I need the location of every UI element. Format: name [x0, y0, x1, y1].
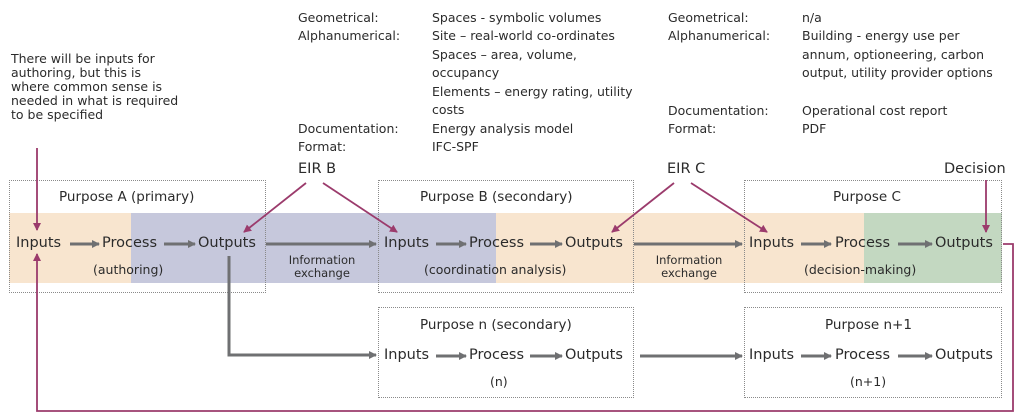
eir-c-format-key: Format:	[668, 121, 717, 136]
eir-c-documentation-key: Documentation:	[668, 103, 769, 118]
eir-b-format-value: IFC-SPF	[432, 139, 479, 154]
eir-c-geometrical-key: Geometrical:	[668, 10, 749, 25]
eir-c-geometrical-value: n/a	[802, 10, 822, 25]
feedback-loop-arrow	[33, 243, 1014, 412]
purpose-n-title: Purpose n (secondary)	[420, 317, 572, 333]
purpose-a-title: Purpose A (primary)	[59, 189, 195, 205]
eir-b-label: EIR B	[298, 161, 337, 177]
purpose-c-inputs: Inputs	[749, 235, 795, 251]
eir-c-format-value: PDF	[802, 121, 827, 136]
eir-b-alphanumerical-key: Alphanumerical:	[298, 28, 401, 43]
band-c-inputs-process	[744, 213, 864, 283]
eir-b-documentation-key: Documentation:	[298, 121, 399, 136]
purpose-a-process: Process	[102, 235, 158, 251]
purpose-c-title: Purpose C	[833, 189, 901, 205]
purpose-n1-outputs: Outputs	[935, 347, 993, 363]
eir-b-to-a-outputs-arrow	[243, 182, 307, 233]
eir-b-geometrical-key: Geometrical:	[298, 10, 379, 25]
purpose-b-inputs: Inputs	[384, 235, 430, 251]
purpose-b-subtitle: (coordination analysis)	[424, 262, 567, 277]
purpose-n-outputs: Outputs	[565, 347, 623, 363]
purpose-n1-subtitle: (n+1)	[850, 374, 887, 389]
eir-c-alphanumerical-value: Building - energy use per annum, optione…	[802, 28, 993, 80]
eir-c-to-b-outputs-arrow	[611, 182, 675, 233]
purpose-b-process: Process	[469, 235, 525, 251]
purpose-n1-inputs: Inputs	[749, 347, 795, 363]
purpose-a-outputs: Outputs	[198, 235, 256, 251]
eir-c-documentation-value: Operational cost report	[802, 103, 948, 118]
info-exchange-ab: Information exchange	[288, 253, 356, 280]
purpose-n1-process: Process	[835, 347, 891, 363]
eir-c-alphanumerical-key: Alphanumerical:	[668, 28, 771, 43]
arrow-a-to-n	[227, 256, 377, 359]
eir-b-format-key: Format:	[298, 139, 347, 154]
eir-c-to-c-inputs-arrow	[690, 182, 768, 233]
eir-c-label: EIR C	[667, 161, 706, 177]
band-b-outputs	[496, 213, 634, 283]
authoring-note: There will be inputs for authoring, but …	[11, 51, 179, 122]
purpose-b-box	[378, 180, 634, 293]
purpose-a-subtitle: (authoring)	[93, 262, 164, 277]
band-a-inputs	[9, 213, 131, 283]
band-c-outputs	[864, 213, 1002, 283]
purpose-a-inputs: Inputs	[16, 235, 62, 251]
eir-b-to-b-inputs-arrow	[322, 182, 398, 233]
purpose-n-inputs: Inputs	[384, 347, 430, 363]
purpose-n1-box	[744, 307, 1002, 398]
purpose-a-box	[9, 180, 266, 293]
purpose-n-process: Process	[469, 347, 525, 363]
purpose-n1-title: Purpose n+1	[825, 317, 912, 333]
info-exchange-bc: Information exchange	[655, 253, 723, 280]
band-exchange-bc	[634, 213, 744, 283]
eir-b-alphanumerical-value: Site – real-world co-ordinates Spaces – …	[432, 28, 633, 117]
decision-label: Decision	[944, 161, 1006, 177]
purpose-c-box	[744, 180, 1002, 293]
eir-b-geometrical-value: Spaces - symbolic volumes	[432, 10, 602, 25]
purpose-c-outputs: Outputs	[935, 235, 993, 251]
band-exchange-ab	[266, 213, 378, 283]
purpose-n-box	[378, 307, 634, 398]
purpose-c-process: Process	[835, 235, 891, 251]
eir-b-documentation-value: Energy analysis model	[432, 121, 574, 136]
band-b-inputs-process	[378, 213, 496, 283]
purpose-c-subtitle: (decision-making)	[804, 262, 917, 277]
purpose-b-title: Purpose B (secondary)	[420, 189, 573, 205]
purpose-b-outputs: Outputs	[565, 235, 623, 251]
purpose-n-subtitle: (n)	[490, 374, 508, 389]
